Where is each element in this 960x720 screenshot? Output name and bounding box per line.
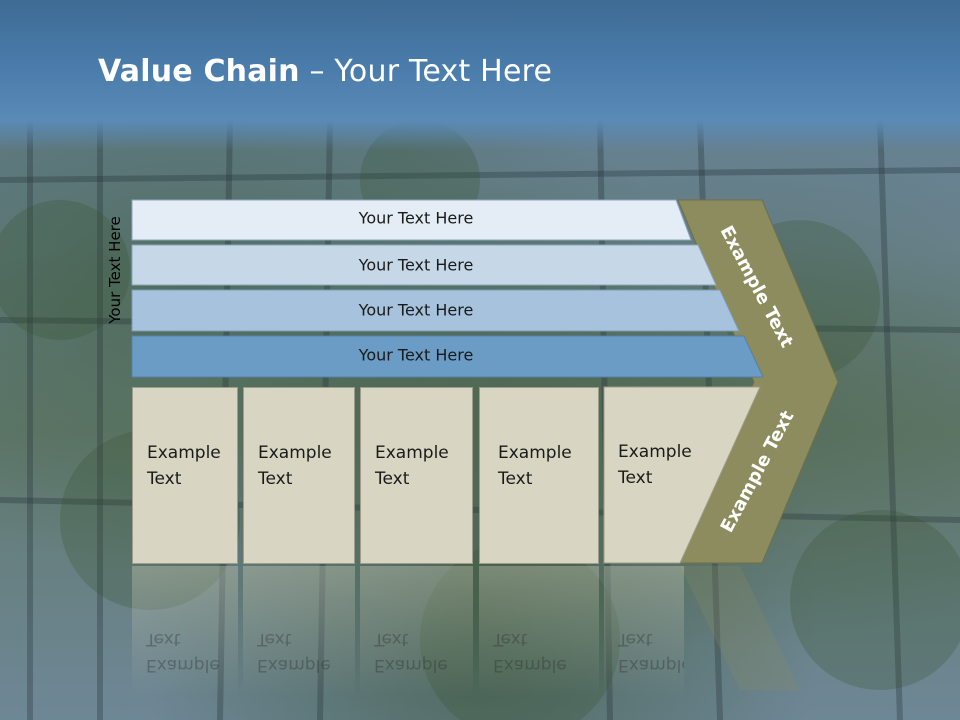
activity-box-5: Example Text (604, 387, 714, 564)
reflection-1-text: Example Text (146, 629, 220, 675)
bar-1 (131, 199, 692, 241)
bar-4-label: Your Text Here (358, 346, 474, 365)
activity-box-1-reflection: Example Text (132, 566, 238, 696)
reflection-4-text: Example Text (493, 629, 567, 675)
header-band (0, 0, 960, 150)
bar-3 (131, 289, 740, 332)
activity-box-2-label: Example Text (258, 443, 332, 489)
activity-box-4-reflection: Example Text (479, 566, 599, 696)
reflection-2-text: Example Text (257, 629, 331, 675)
box-5-shape (603, 386, 761, 564)
activity-box-2-reflection: Example Text (243, 566, 355, 696)
chevron-reflection (680, 566, 800, 690)
reflection-5-text: Example Text (618, 629, 684, 675)
activity-box-1: Example Text (132, 387, 238, 564)
bar-4 (131, 335, 764, 378)
activity-box-3-reflection: Example Text (360, 566, 473, 696)
activity-box-3: Example Text (360, 387, 473, 564)
activity-box-1-label: Example Text (147, 443, 221, 489)
bar-3-label: Your Text Here (358, 301, 474, 320)
bar-2 (131, 244, 717, 286)
bar-2-label: Your Text Here (358, 256, 474, 275)
activity-box-5-label: Example Text (618, 442, 692, 488)
activity-box-4: Example Text (479, 387, 599, 564)
title-rest: – Your Text Here (299, 54, 553, 89)
slide-title: Value Chain – Your Text Here (98, 54, 552, 94)
activity-box-2: Example Text (243, 387, 355, 564)
activity-box-4-label: Example Text (498, 443, 572, 489)
activity-box-3-label: Example Text (375, 443, 449, 489)
reflection-3-text: Example Text (374, 629, 448, 675)
bar-1-label: Your Text Here (358, 209, 474, 228)
title-bold: Value Chain (98, 54, 300, 89)
activity-box-5-reflection: Example Text (604, 566, 684, 696)
